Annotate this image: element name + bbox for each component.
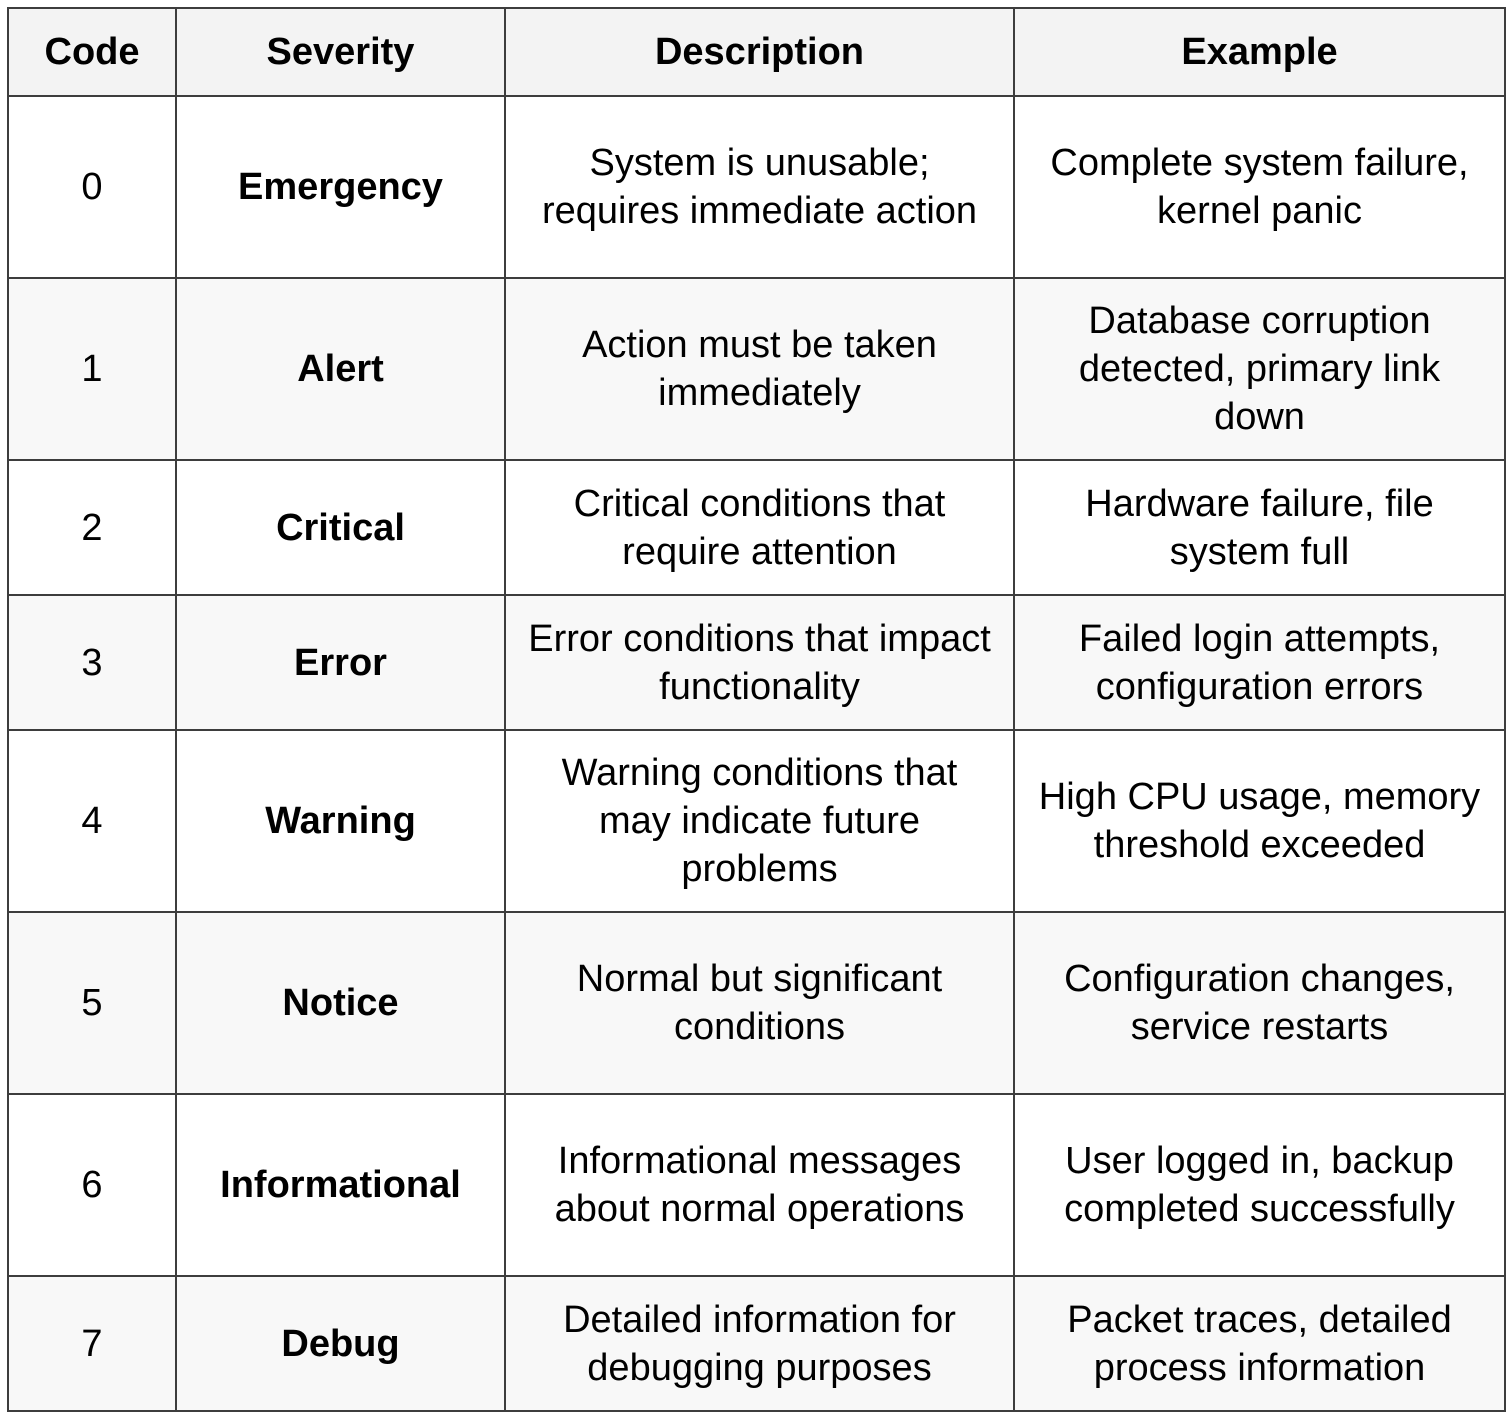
- description-cell: Detailed information for debugging purpo…: [504, 1275, 1015, 1412]
- example-cell: Complete system failure, kernel panic: [1013, 95, 1506, 279]
- example-cell: Packet traces, detailed process informat…: [1013, 1275, 1506, 1412]
- table-header: Code Severity Description Example: [7, 7, 1506, 97]
- severity-cell: Error: [175, 594, 506, 731]
- code-cell: 3: [7, 594, 177, 731]
- description-cell: Warning conditions that may indicate fut…: [504, 729, 1015, 913]
- severity-cell: Debug: [175, 1275, 506, 1412]
- code-cell: 2: [7, 459, 177, 596]
- description-cell: Informational messages about normal oper…: [504, 1093, 1015, 1277]
- example-cell: Hardware failure, file system full: [1013, 459, 1506, 596]
- example-cell: Database corruption detected, primary li…: [1013, 277, 1506, 461]
- table-row: 3 Error Error conditions that impact fun…: [7, 594, 1506, 731]
- example-cell: Failed login attempts, configuration err…: [1013, 594, 1506, 731]
- header-row: Code Severity Description Example: [7, 7, 1506, 97]
- description-cell: System is unusable; requires immediate a…: [504, 95, 1015, 279]
- description-cell: Normal but significant conditions: [504, 911, 1015, 1095]
- table-body: 0 Emergency System is unusable; requires…: [7, 95, 1506, 1412]
- table-row: 4 Warning Warning conditions that may in…: [7, 729, 1506, 913]
- example-cell: User logged in, backup completed success…: [1013, 1093, 1506, 1277]
- severity-cell: Critical: [175, 459, 506, 596]
- severity-cell: Emergency: [175, 95, 506, 279]
- table-row: 6 Informational Informational messages a…: [7, 1093, 1506, 1277]
- table-row: 7 Debug Detailed information for debuggi…: [7, 1275, 1506, 1412]
- severity-cell: Alert: [175, 277, 506, 461]
- table-row: 1 Alert Action must be taken immediately…: [7, 277, 1506, 461]
- severity-levels-table: Code Severity Description Example 0 Emer…: [7, 7, 1506, 1412]
- table-row: 2 Critical Critical conditions that requ…: [7, 459, 1506, 596]
- code-cell: 6: [7, 1093, 177, 1277]
- table-row: 5 Notice Normal but significant conditio…: [7, 911, 1506, 1095]
- severity-cell: Informational: [175, 1093, 506, 1277]
- description-cell: Critical conditions that require attenti…: [504, 459, 1015, 596]
- code-cell: 4: [7, 729, 177, 913]
- severity-cell: Notice: [175, 911, 506, 1095]
- code-cell: 0: [7, 95, 177, 279]
- example-cell: Configuration changes, service restarts: [1013, 911, 1506, 1095]
- severity-cell: Warning: [175, 729, 506, 913]
- description-cell: Error conditions that impact functionali…: [504, 594, 1015, 731]
- description-cell: Action must be taken immediately: [504, 277, 1015, 461]
- header-code: Code: [7, 7, 177, 97]
- example-cell: High CPU usage, memory threshold exceede…: [1013, 729, 1506, 913]
- code-cell: 5: [7, 911, 177, 1095]
- header-description: Description: [504, 7, 1015, 97]
- code-cell: 1: [7, 277, 177, 461]
- table-row: 0 Emergency System is unusable; requires…: [7, 95, 1506, 279]
- header-example: Example: [1013, 7, 1506, 97]
- header-severity: Severity: [175, 7, 506, 97]
- code-cell: 7: [7, 1275, 177, 1412]
